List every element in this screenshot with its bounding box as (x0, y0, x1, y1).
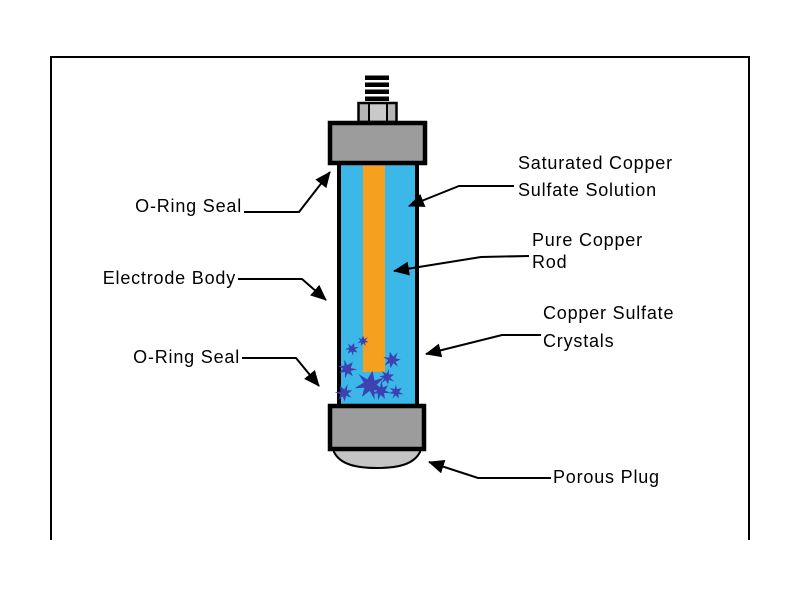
terminal-thread (365, 75, 389, 101)
top-cap (327, 120, 428, 166)
label-copper-rod-line2: Rod (532, 252, 567, 272)
label-oring-seal-top: O-Ring Seal (135, 196, 242, 216)
arrow-oring-bottom (242, 357, 320, 387)
nut-center-facet (370, 104, 386, 121)
thread-stripe (365, 82, 389, 87)
label-electrode-body: Electrode Body (103, 268, 236, 288)
arrow-copper-rod (393, 255, 530, 276)
label-saturated-solution-line1: Saturated Copper (518, 153, 673, 173)
diagram-frame-border (50, 56, 750, 540)
arrow-porous-plug (428, 460, 551, 479)
label-copper-rod-line1: Pure Copper (532, 230, 643, 250)
terminal-nut (357, 101, 398, 124)
arrow-electrode-body (238, 278, 327, 301)
arrow-oring-top (244, 171, 331, 213)
thread-stripe (365, 75, 389, 80)
label-crystals-line1: Copper Sulfate (543, 303, 674, 323)
thread-stripe (365, 96, 389, 101)
arrow-crystals (425, 334, 541, 358)
copper-rod (363, 165, 385, 372)
label-oring-seal-bottom: O-Ring Seal (133, 347, 240, 367)
bottom-cap (327, 403, 427, 452)
label-porous-plug: Porous Plug (553, 467, 660, 487)
label-saturated-solution-line2: Sulfate Solution (518, 180, 657, 200)
label-crystals-line2: Crystals (543, 331, 614, 351)
arrow-saturated-solution (408, 185, 514, 207)
thread-stripe (365, 89, 389, 94)
